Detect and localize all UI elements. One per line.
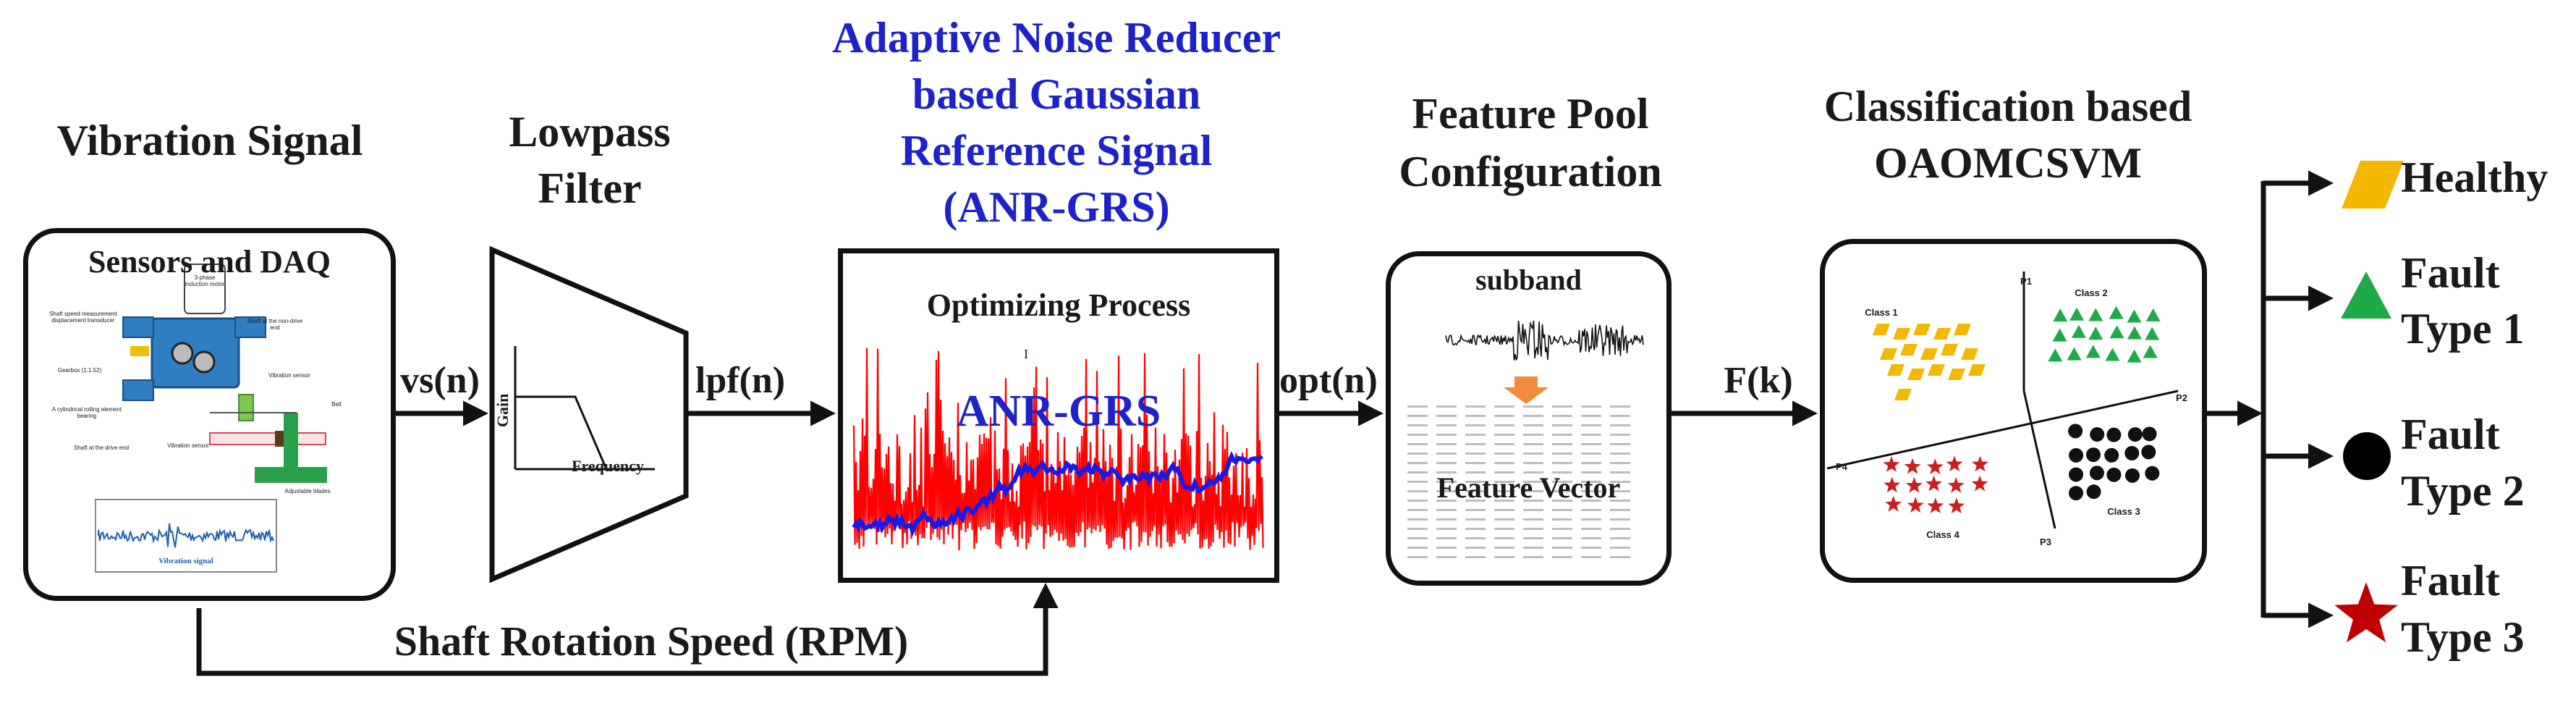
class-1-label: Class 1 [1865, 307, 1898, 318]
subband-label: subband [1475, 264, 1582, 296]
signal-opt-label: opt(n) [1279, 360, 1378, 401]
lowpass-response-plot [514, 346, 655, 471]
label-shaft-speed: Shaft speed measurement displacement tra… [49, 311, 117, 324]
anr-title-line2: based Gaussian [912, 70, 1201, 118]
class-4-label: Class 4 [1926, 529, 1959, 540]
output-fault2-line2: Type 2 [2401, 467, 2525, 515]
triangle-icon [2341, 271, 2391, 319]
label-shaft-drive: Shaft at the drive end [73, 445, 130, 451]
rpm-label: Shaft Rotation Speed (RPM) [394, 618, 909, 665]
parallelogram-icon [2342, 161, 2404, 209]
classification-title-line1: Classification based [1823, 83, 2192, 130]
circle-icon [2343, 432, 2391, 480]
label-adjustable-blades: Adjustable blades [284, 488, 331, 494]
anr-title-line1: Adaptive Noise Reducer [832, 14, 1281, 62]
lowpass-title-line1: Lowpass [509, 108, 671, 156]
feature-pool-title-line2: Configuration [1399, 148, 1662, 195]
label-gearbox: Gearbox (1:1.52) [57, 367, 102, 374]
axis-p1-label: P1 [2020, 276, 2032, 287]
lowpass-title-line2: Filter [538, 164, 642, 212]
output-fault1-line1: Fault [2401, 249, 2500, 297]
axis-p2-label: P2 [2176, 392, 2187, 403]
frequency-label: Frequency [572, 457, 644, 475]
label-vibration-sensor-right: Vibration sensor [268, 372, 310, 379]
anr-title-line4: (ANR-GRS) [943, 183, 1170, 231]
gain-label: Gain [493, 393, 512, 428]
label-shaft-end: Shaft at the non-drive end [247, 318, 303, 331]
feature-vector-label: Feature Vector [1436, 471, 1621, 504]
signal-vs-label: vs(n) [400, 360, 480, 401]
feature-pool-title-line1: Feature Pool [1412, 90, 1649, 138]
anr-grs-overlay-label: ANR-GRS [956, 387, 1161, 436]
vibration-signal-title: Vibration Signal [56, 117, 363, 164]
signal-fk-label: F(k) [1724, 360, 1793, 401]
anr-tick-mark: I [1024, 347, 1028, 361]
label-belt: Belt [331, 401, 342, 408]
label-vibration-sensor-bottom: Vibration sensor [167, 442, 209, 449]
optimizing-process-title: Optimizing Process [926, 287, 1191, 323]
axis-p4-label: P4 [1836, 461, 1847, 472]
output-fault3-line1: Fault [2401, 557, 2500, 605]
lowpass-filter-shape [489, 245, 689, 584]
output-fault2-line1: Fault [2401, 411, 2500, 458]
class-3-label: Class 3 [2107, 506, 2140, 517]
classification-panel [1820, 239, 2207, 583]
class-2-label: Class 2 [2075, 287, 2108, 298]
signal-lpf-label: lpf(n) [695, 360, 786, 401]
output-fault3-line2: Type 3 [2401, 613, 2525, 661]
vibration-signal-caption: Vibration signal [158, 557, 213, 565]
star-icon [2334, 582, 2398, 643]
rpm-path [196, 583, 1059, 676]
feature-pool-panel [1386, 251, 1672, 586]
anr-title-line3: Reference Signal [900, 127, 1213, 174]
output-healthy-label: Healthy [2401, 153, 2549, 201]
label-bearing: A cylindrical rolling element bearing [51, 406, 122, 419]
classification-title-line2: OAOMCSVM [1874, 139, 2142, 187]
sensors-daq-title: Sensors and DAQ [88, 244, 331, 279]
label-motor: 3-phase induction motor [185, 274, 225, 287]
output-fault1-line2: Type 1 [2401, 305, 2525, 353]
axis-p3-label: P3 [2040, 536, 2051, 547]
